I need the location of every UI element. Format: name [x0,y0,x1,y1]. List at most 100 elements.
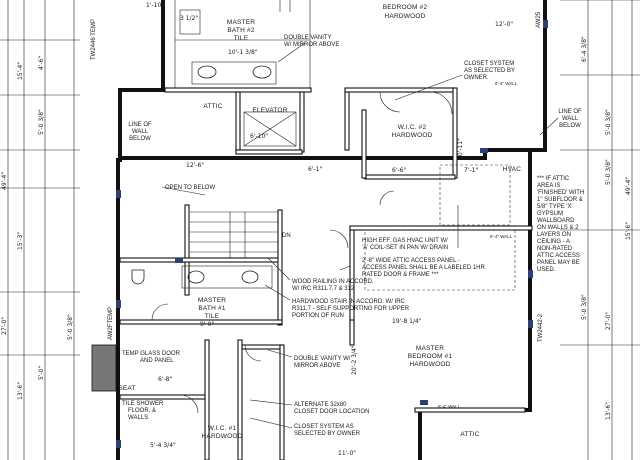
note-line-of-wall-right: LINE OF WALL BELOW [558,109,582,129]
dimension-label: 27'-0" [605,312,612,330]
room-name: BATH #1 [198,305,225,312]
room-wic-1: W.I.C. #1 HARDWOOD [202,425,243,440]
dimension-label: 6'-10" [250,133,268,140]
room-floor: HARDWOOD [202,433,243,440]
note-line: WOOD RAILING IN ACCORD. [292,279,374,285]
note-line: TILE SHOWER [122,401,164,407]
note-line: CLOSET SYSTEM AS [294,424,354,430]
dimension-label: 13'-6" [605,402,612,420]
room-name: MASTER [198,297,226,304]
window-tag: TW2442-2 [538,313,544,342]
note-attic-finished: *** IF ATTIC AREA IS 'FINISHED' WITH 1" … [537,176,584,273]
note-line: AREA IS [537,183,560,189]
note-line: ALTERNATE 32x80 [294,402,347,408]
dimension-label: 49'-4" [1,172,8,190]
note-line: CLOSET SYSTEM [464,61,514,67]
dimension-label: 4'-6" [38,56,45,70]
note-line: ON WALLS & 2 [537,225,579,231]
dimension-label: 12'-6" [186,162,204,169]
sink [252,65,272,79]
dimension-label: 6'-8" [158,376,172,383]
dimensions-top: 1'-104 3 1/2" 12'-0" [146,2,513,28]
note-line: 5/8" TYPE 'X' [537,204,573,210]
room-name: BEDROOM #1 [408,353,453,360]
dimension-label: 27'-0" [1,317,8,335]
room-seat: SEAT [118,385,135,392]
note-line: DOUBLE VANITY [284,35,332,41]
note-line: NON-RATED [537,246,573,252]
note-line: CEILING - A [537,239,570,245]
room-name: W.I.C. #1 [208,425,237,432]
right-dimension-lines [560,0,640,460]
note-line: R311.7 - SELF SUPPORTING FOR UPPER [292,306,410,312]
note-tile-shower: TILE SHOWER FLOOR, & WALLS [122,401,164,421]
note-line: WALLS [128,415,148,421]
leader-lines [161,42,559,429]
room-bedroom-2: BEDROOM #2 HARDWOOD [383,4,428,20]
note-open-to-below: OPEN TO BELOW [165,185,215,191]
toilet [131,269,145,285]
windows [116,20,548,448]
dimension-label: 5'-4 3/4" [150,442,176,449]
sink [187,270,205,284]
fixtures [91,0,291,392]
wall-tag: 6'-4" WALL [490,234,513,239]
sink [197,65,217,79]
room-elevator: ELEVATOR [252,107,287,114]
dimension-label: 19'-8 1/4" [392,318,422,325]
note-line: GYPSUM [537,211,563,217]
elevator-shaft [243,111,297,147]
note-line: LINE OF [558,109,582,115]
note-line: HIGH EFF. GAS HVAC UNIT W/ [362,238,448,244]
left-dimension-lines [0,0,80,460]
dimension-label: 5'-0 3/8" [581,294,588,320]
note-dn: DN [282,233,291,239]
dimensions-right: 49'-4" 27'-0" 15'-6" 13'-6" 6'-4 3/8" 5'… [581,36,632,420]
dimension-label: 5'-0" [38,366,45,380]
dimension-label: 6'-6" [392,167,406,174]
wall-tag: 6'-4" WALL [495,81,518,86]
dimension-label: 10'-1 3/8" [228,49,258,56]
dimension-label: 5'-0 3/8" [605,109,612,135]
note-closet-system-top: CLOSET SYSTEM AS SELECTED BY OWNER. [464,61,515,81]
room-name: W.I.C. #2 [398,124,427,131]
dimension-label: 9'-0" [200,321,214,328]
note-line: OWNER. [464,75,489,81]
note-hvac-unit: HIGH EFF. GAS HVAC UNIT W/ 'A' COIL-SET … [362,238,448,251]
dimension-label: 12'-0" [495,21,513,28]
room-master-bath-2: MASTER BATH #2 TILE [227,19,255,42]
dimension-label: 1'-104 [146,2,165,9]
note-line: WALL [562,116,579,122]
note-closet-system-bottom: CLOSET SYSTEM AS SELECTED BY OWNER [294,424,361,437]
dimensions-left: 49'-4" 27'-0" 15'-3" 15'-4" 13'-6" 4'-6"… [1,56,74,400]
note-line: CLOSET DOOR LOCATION [294,409,369,415]
note-line: PORTION OF RUN [292,313,344,319]
note-line: W/ MIRROR ABOVE [284,42,339,48]
note-line: LINE OF [128,122,152,128]
note-line: LAYERS ON [537,232,571,238]
window-tag: AW25 [536,11,542,28]
room-floor: HARDWOOD [410,361,451,368]
attic-hatch [364,164,516,291]
note-double-vanity-bottom: DOUBLE VANITY W/ MIRROR ABOVE [294,356,351,369]
room-floor: HARDWOOD [392,132,433,139]
dimension-label: 20'-2 3/4" [351,345,358,375]
note-line: W/ IRC R311.7.7 & 312 [292,286,355,292]
note-line: 'FINISHED' WITH [537,190,584,196]
dimension-label: 15'-4" [17,62,24,80]
room-name: MASTER [416,345,444,352]
dimension-label: 15'-6" [625,222,632,240]
dimension-label: 3 1/2" [180,15,198,22]
room-floor: TILE [205,313,220,320]
room-hvac: HVAC [503,166,521,173]
dimension-label: 15'-3" [17,232,24,250]
note-line: ACCESS PANEL SHALL BE A LABELED 1HR [362,265,486,271]
note-glass-door: TEMP GLASS DOOR AND PANEL [122,351,181,364]
dimension-label: 6'-1" [308,166,322,173]
dimension-label: 5'-0 3/8" [38,109,45,135]
note-attic-access: 2'-8" WIDE ATTIC ACCESS PANEL - ACCESS P… [362,258,486,278]
room-floor: HARDWOOD [385,13,426,20]
room-master-bedroom-1: MASTER BEDROOM #1 HARDWOOD [408,345,453,368]
